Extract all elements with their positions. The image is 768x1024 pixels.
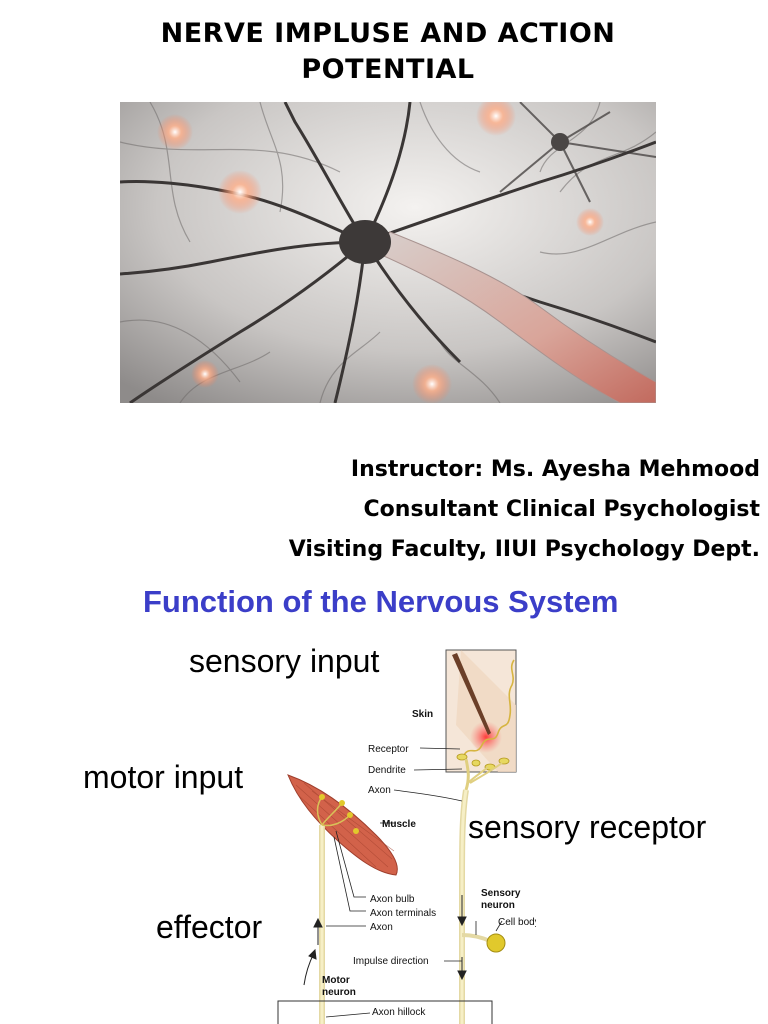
label-motor-input: motor input xyxy=(83,759,244,795)
dlabel-dendrite: Dendrite xyxy=(368,765,406,776)
label-effector: effector xyxy=(156,909,263,945)
dlabel-skin: Skin xyxy=(412,709,433,720)
reflex-diagram: Skin Receptor Dendrite Axon Muscle Axon … xyxy=(277,649,536,1024)
dlabel-sensory-1: Sensory xyxy=(481,888,521,899)
dlabel-motor-2: neuron xyxy=(322,987,356,998)
instructor-affiliation: Visiting Faculty, IIUI Psychology Dept. xyxy=(288,537,760,562)
slide-title: NERVE IMPLUSE AND ACTION POTENTIAL xyxy=(0,16,768,88)
dlabel-muscle: Muscle xyxy=(382,819,416,830)
neuron-photo xyxy=(120,102,656,403)
dlabel-sensory-2: neuron xyxy=(481,900,515,911)
title-line-2: POTENTIAL xyxy=(301,54,475,85)
dlabel-axon-bottom: Axon xyxy=(370,922,393,933)
instructor-name: Instructor: Ms. Ayesha Mehmood xyxy=(350,457,760,482)
label-sensory-receptor: sensory receptor xyxy=(468,809,707,845)
dlabel-axon-top: Axon xyxy=(368,785,391,796)
instructor-credits: Instructor: Ms. Ayesha Mehmood Consultan… xyxy=(289,450,760,570)
dlabel-cell-body: Cell body xyxy=(498,917,536,928)
dlabel-axon-hillock: Axon hillock xyxy=(372,1007,426,1018)
title-line-1: NERVE IMPLUSE AND ACTION xyxy=(160,18,616,49)
cord-box xyxy=(277,1000,493,1024)
dlabel-motor-1: Motor xyxy=(322,975,350,986)
cell-body-icon xyxy=(486,933,506,953)
label-sensory-input: sensory input xyxy=(189,643,380,679)
section-title: Function of the Nervous System xyxy=(143,584,619,619)
dlabel-impulse-direction: Impulse direction xyxy=(353,956,429,967)
pin-icon xyxy=(452,653,491,735)
instructor-role: Consultant Clinical Psychologist xyxy=(363,497,760,522)
dlabel-receptor: Receptor xyxy=(368,744,409,755)
dlabel-axon-terminals: Axon terminals xyxy=(370,908,436,919)
dlabel-axon-bulb: Axon bulb xyxy=(370,894,415,905)
